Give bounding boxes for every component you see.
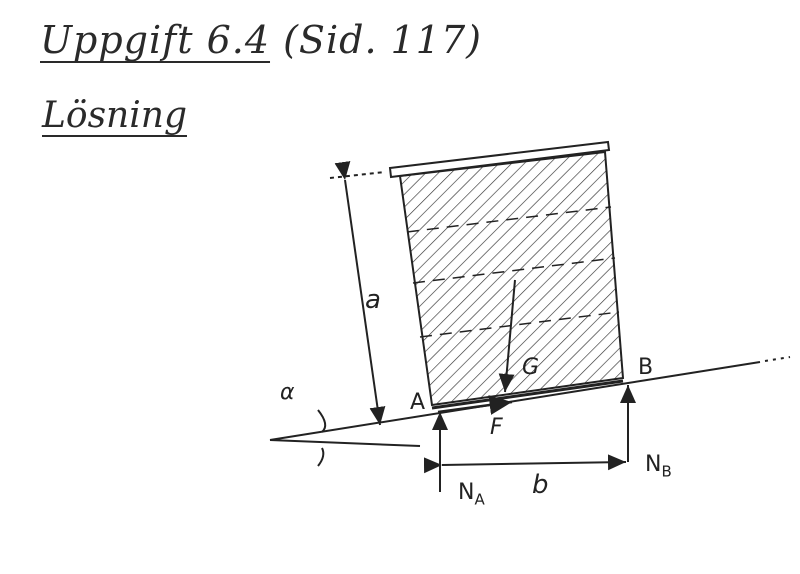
- label-point-a: A: [410, 390, 426, 415]
- label-nb-sub: B: [661, 462, 672, 481]
- dimension-a: [334, 161, 386, 426]
- label-alpha: α: [280, 380, 295, 405]
- label-f: F: [490, 415, 503, 440]
- title: Uppgift 6.4 (Sid. 117): [40, 18, 482, 62]
- label-g: G: [522, 355, 540, 380]
- dimension-b: [423, 454, 627, 474]
- label-na: NA: [458, 480, 485, 508]
- crate-lid: [388, 140, 611, 179]
- label-b: b: [532, 470, 549, 500]
- solution-heading: Lösning: [42, 95, 187, 136]
- angle-arc: [317, 409, 327, 467]
- label-nb: NB: [645, 452, 672, 480]
- incline-line: [269, 361, 761, 441]
- task-title: Uppgift 6.4: [40, 18, 271, 62]
- friction-arrow: [437, 395, 513, 415]
- horizontal-line: [269, 439, 421, 447]
- label-na-main: N: [458, 480, 475, 505]
- label-a: a: [365, 285, 381, 315]
- weight-arrow: [498, 279, 516, 393]
- crate: [398, 150, 625, 407]
- label-point-b: B: [638, 355, 654, 380]
- label-na-sub: A: [474, 490, 485, 509]
- label-nb-main: N: [645, 452, 662, 477]
- page-reference: (Sid. 117): [283, 18, 482, 62]
